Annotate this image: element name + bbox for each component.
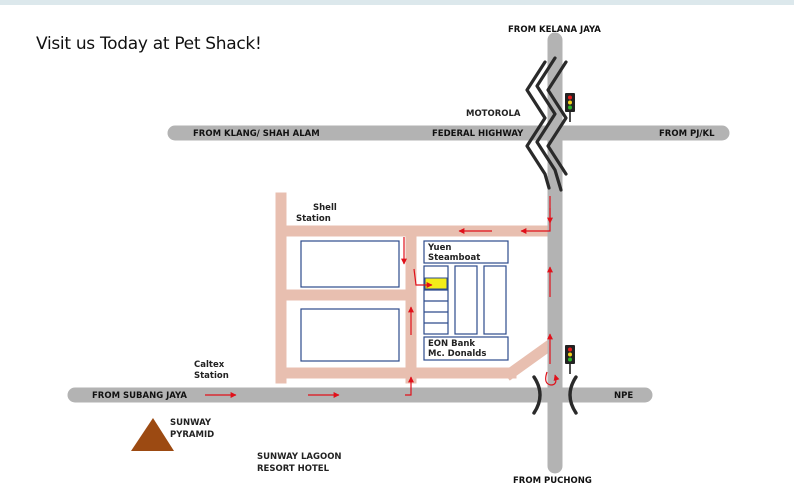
interchange-icon <box>532 375 578 415</box>
label-from-kelana-jaya: FROM KELANA JAYA <box>508 25 601 35</box>
label-federal-highway: FEDERAL HIGHWAY <box>432 129 524 139</box>
label-pyramid-1: SUNWAY <box>170 418 212 428</box>
label-shell-2: Station <box>296 214 331 224</box>
pet-shack-location <box>424 277 448 290</box>
direction-arrow-icon <box>413 268 433 288</box>
label-caltex-2: Station <box>194 371 229 381</box>
flyover-icon <box>525 56 568 192</box>
direction-arrows <box>205 196 560 398</box>
local-roads <box>275 192 558 384</box>
label-motorola: MOTOROLA <box>466 109 521 119</box>
label-yuen-2: Steamboat <box>428 253 480 263</box>
direction-arrow-icon <box>545 371 560 386</box>
label-caltex-1: Caltex <box>194 360 225 370</box>
traffic-light-icon <box>565 345 575 374</box>
direction-arrow-icon <box>405 376 414 396</box>
label-from-puchong: FROM PUCHONG <box>513 476 592 486</box>
label-npe: NPE <box>614 391 633 401</box>
pyramid-icon <box>131 418 174 451</box>
building-blocks <box>300 240 509 362</box>
page-title: Visit us Today at Pet Shack! <box>36 34 262 54</box>
top-accent-bar <box>0 0 794 5</box>
label-yuen-1: Yuen <box>427 243 451 253</box>
label-from-pj-kl: FROM PJ/KL <box>659 129 715 139</box>
highways <box>67 32 730 474</box>
label-shell-1: Shell <box>313 203 337 213</box>
label-eon-1: EON Bank <box>428 339 475 349</box>
label-from-klang: FROM KLANG/ SHAH ALAM <box>193 129 320 139</box>
traffic-light-icon <box>565 93 575 122</box>
label-from-subang-jaya: FROM SUBANG JAYA <box>92 391 187 401</box>
label-eon-2: Mc. Donalds <box>428 349 486 359</box>
label-lagoon-2: RESORT HOTEL <box>257 464 330 474</box>
label-pyramid-2: PYRAMID <box>170 430 214 440</box>
label-lagoon-1: SUNWAY LAGOON <box>257 452 342 462</box>
